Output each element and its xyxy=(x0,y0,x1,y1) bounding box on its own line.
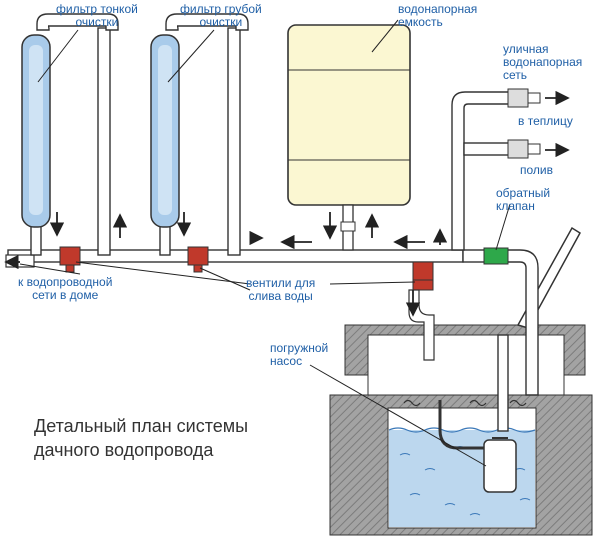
label-tank-line1: водонапорная xyxy=(398,2,478,16)
caption-line1: Детальный план системы xyxy=(34,416,249,436)
label-check-valve-line1: обратный xyxy=(496,186,551,200)
leader-lines xyxy=(19,19,511,467)
label-street-network: уличная водонапорная сеть xyxy=(503,43,582,82)
coarse-filter xyxy=(150,34,180,228)
fine-filter-loop xyxy=(30,13,119,256)
label-drain-valves: вентили для слива воды xyxy=(246,277,315,303)
main-pipe xyxy=(7,249,539,432)
label-pump-line1: погружной xyxy=(270,341,329,355)
drain-valve-2 xyxy=(187,246,209,273)
label-check-valve: обратный клапан xyxy=(496,187,550,213)
label-fine-filter-line2: очистки xyxy=(75,15,119,29)
label-fine-filter-line1: фильтр тонкой xyxy=(56,2,138,16)
label-check-valve-line2: клапан xyxy=(496,199,535,213)
check-valve xyxy=(483,247,509,265)
label-tank: водонапорная емкость xyxy=(398,3,477,29)
pipe-break-marks xyxy=(403,399,527,407)
label-street-network-line1: уличная xyxy=(503,42,549,56)
label-tank-line2: емкость xyxy=(398,15,443,29)
label-pump-line2: насос xyxy=(270,354,303,368)
street-network-pipes xyxy=(451,91,517,251)
coarse-filter-loop xyxy=(159,13,249,256)
label-house-network-line1: к водопроводной xyxy=(18,275,113,289)
label-watering: полив xyxy=(520,163,553,177)
label-to-greenhouse: в теплицу xyxy=(518,114,573,128)
flow-arrows xyxy=(4,90,570,317)
label-street-network-line3: сеть xyxy=(503,68,528,82)
label-fine-filter: фильтр тонкой очистки xyxy=(56,3,138,29)
label-coarse-filter: фильтр грубой очистки xyxy=(180,3,262,29)
submersible-pump xyxy=(438,400,517,493)
street-valve-top xyxy=(507,88,541,108)
label-drain-valves-line2: слива воды xyxy=(248,289,313,303)
fine-filter xyxy=(21,34,51,228)
label-coarse-filter-line1: фильтр грубой xyxy=(180,2,262,16)
label-street-network-line2: водонапорная xyxy=(503,55,583,69)
street-valve-bottom xyxy=(507,139,541,159)
caption-line2: дачного водопровода xyxy=(34,440,214,460)
label-pump: погружной насос xyxy=(270,342,328,368)
water-tank xyxy=(287,24,411,251)
diagram-caption: Детальный план системы дачного водопрово… xyxy=(34,414,248,462)
label-coarse-filter-line2: очистки xyxy=(199,15,243,29)
label-drain-valves-line1: вентили для xyxy=(246,276,316,290)
label-house-network-line2: сети в доме xyxy=(32,288,99,302)
label-house-network: к водопроводной сети в доме xyxy=(18,276,112,302)
drain-valve-1 xyxy=(59,246,81,273)
